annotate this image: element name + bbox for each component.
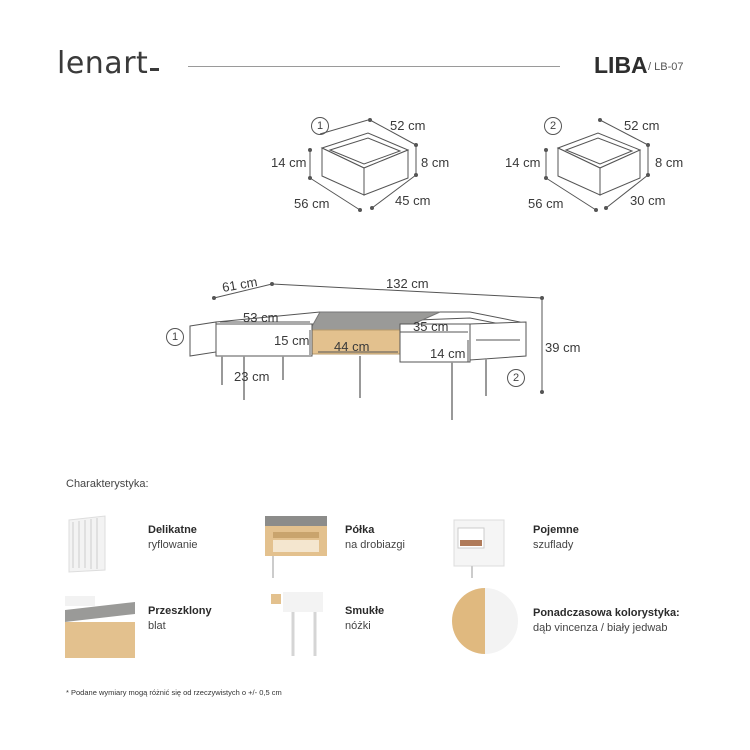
drawer-width: 53 cm: [243, 310, 279, 325]
feature-4-title: Przeszklony: [148, 605, 212, 617]
drawer-2-height-outer: 14 cm: [505, 155, 541, 170]
table-length: 132 cm: [386, 276, 429, 291]
drawer-1-width: 52 cm: [390, 118, 426, 133]
feature-5-title: Smukłe: [345, 605, 385, 617]
glass-top-image: [65, 588, 135, 658]
brand-logo: lenart: [57, 46, 160, 81]
table-label-2: 2: [507, 369, 525, 387]
product-name: LIBA: [594, 52, 648, 78]
drawer-2-depth-outer: 56 cm: [528, 196, 564, 211]
footnote: * Podane wymiary mogą różnić się od rzec…: [66, 688, 282, 697]
fluted-edge-image: [65, 510, 135, 580]
drawer-height: 14 cm: [430, 346, 466, 361]
legs-image: [263, 588, 333, 658]
feature-4-subtitle: blat: [148, 620, 166, 632]
drawer-2-number: 2: [544, 117, 562, 135]
leg-height: 23 cm: [234, 369, 270, 384]
feature-3-subtitle: szuflady: [533, 539, 574, 551]
drawer-1-depth-inner: 45 cm: [395, 193, 431, 208]
feature-6-subtitle: dąb vincenza / biały jedwab: [533, 622, 668, 634]
section-title: Charakterystyka:: [66, 478, 149, 490]
drawer-1-height-outer: 14 cm: [271, 155, 307, 170]
drawer-1-drawing: [309, 119, 417, 211]
drawer-1-number: 1: [311, 117, 329, 135]
feature-2-subtitle: na drobiazgi: [345, 539, 405, 551]
drawer-2-height-inner: 8 cm: [655, 155, 684, 170]
feature-2-title: Półka: [345, 524, 375, 536]
header-divider: [188, 66, 560, 67]
total-height: 39 cm: [545, 340, 581, 355]
shelf-image: [263, 510, 333, 580]
feature-1-subtitle: ryflowanie: [148, 539, 198, 551]
shelf-height: 15 cm: [274, 333, 310, 348]
feature-3-title: Pojemne: [533, 524, 579, 536]
coffee-table-drawing: [189, 283, 543, 420]
feature-6-title: Ponadczasowa kolorystyka:: [533, 607, 680, 619]
color-swatch-image: [450, 586, 520, 656]
drawer-image: [450, 510, 520, 580]
drawer-2-depth-inner: 30 cm: [630, 193, 666, 208]
feature-5-subtitle: nóżki: [345, 620, 371, 632]
table-label-1: 1: [166, 328, 184, 346]
feature-1-title: Delikatne: [148, 524, 197, 536]
drawer-2-drawing: [545, 119, 649, 211]
drawer-2-width: 52 cm: [624, 118, 660, 133]
right-width: 35 cm: [413, 319, 449, 334]
drawer-1-depth-outer: 56 cm: [294, 196, 330, 211]
drawer-1-height-inner: 8 cm: [421, 155, 450, 170]
product-code: / LB-07: [648, 61, 684, 73]
shelf-width: 44 cm: [334, 339, 370, 354]
